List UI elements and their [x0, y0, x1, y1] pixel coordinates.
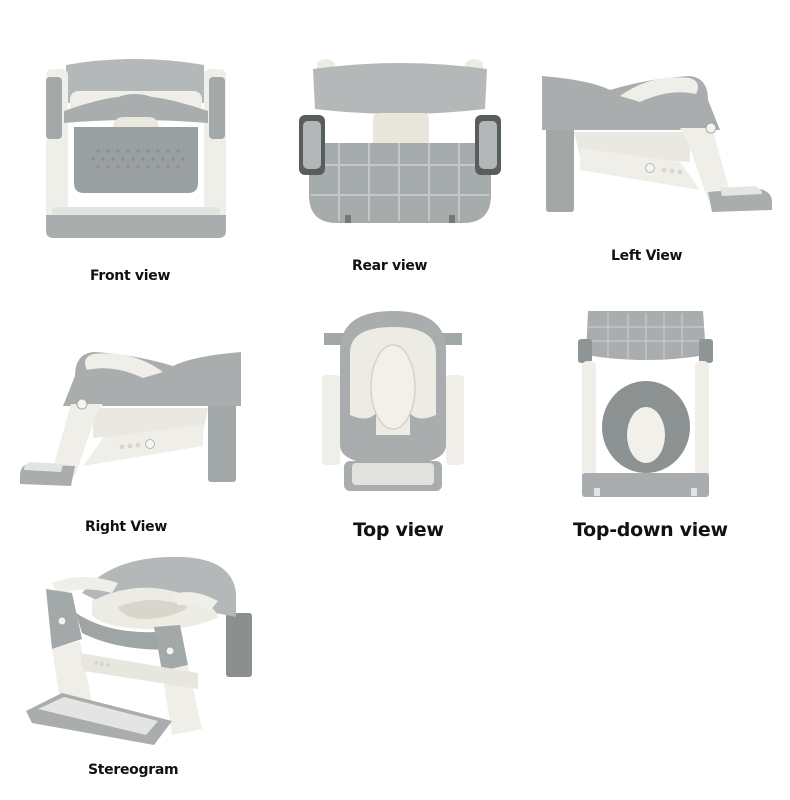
potty-left-illustration — [542, 76, 772, 212]
rear-view-image — [295, 55, 505, 225]
potty-top-down-illustration — [578, 311, 713, 497]
potty-stereogram-illustration — [26, 556, 252, 745]
stereogram-image — [22, 553, 254, 749]
top-down-view-image — [578, 305, 713, 503]
potty-right-illustration — [20, 352, 241, 486]
potty-rear-illustration — [299, 59, 501, 223]
left-view-label: Left View — [611, 248, 683, 264]
right-view-image — [18, 348, 243, 488]
right-view-label: Right View — [85, 519, 167, 535]
top-view-label: Top view — [353, 519, 444, 541]
stereogram-label: Stereogram — [88, 762, 179, 778]
potty-top-illustration — [322, 311, 464, 491]
top-view-image — [318, 305, 468, 495]
front-view-image — [38, 55, 233, 245]
rear-view-label: Rear view — [352, 258, 428, 274]
front-view-label: Front view — [90, 268, 171, 284]
top-down-view-label: Top-down view — [573, 519, 728, 541]
left-view-image — [540, 72, 775, 217]
potty-front-illustration — [46, 59, 226, 238]
